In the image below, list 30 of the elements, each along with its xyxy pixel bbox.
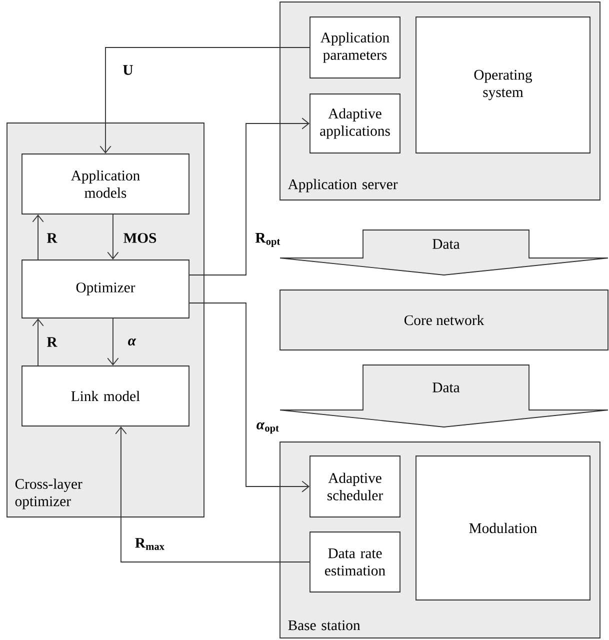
edge-label: MOS (124, 233, 156, 243)
edge-label: α$_{opt}$ (256, 422, 279, 434)
edge-label: α (128, 338, 136, 346)
arrow (107, 214, 119, 260)
process-box: Modulation (416, 456, 590, 600)
process-box: Adaptive applications (310, 94, 400, 154)
edge-label: U (123, 65, 133, 75)
arrow (32, 214, 44, 260)
process-box: Application models (22, 154, 190, 214)
edge-label: Data (432, 382, 460, 392)
arrow (115, 426, 310, 562)
arrow (100, 47, 310, 154)
process-box: Adaptive scheduler (310, 456, 400, 518)
edge-label: R$_{max}$ (135, 538, 164, 550)
arrow (32, 318, 44, 366)
block-arrow (280, 230, 608, 276)
process-box: Application parameters (310, 16, 400, 78)
arrow (107, 318, 119, 366)
process-box: Operating system (416, 16, 590, 154)
process-box: Data rate estimation (310, 532, 400, 592)
edge-label: R (46, 233, 58, 243)
block-arrow (280, 364, 608, 428)
process-box: Link model (22, 366, 190, 426)
network-band: Core network (280, 290, 608, 350)
edge-label: Data (432, 239, 460, 249)
edge-label: R (46, 337, 58, 347)
arrow (189, 302, 310, 492)
process-box: Optimizer (22, 260, 190, 318)
arrow (189, 118, 310, 276)
edge-label: R$_{opt}$ (255, 233, 280, 247)
